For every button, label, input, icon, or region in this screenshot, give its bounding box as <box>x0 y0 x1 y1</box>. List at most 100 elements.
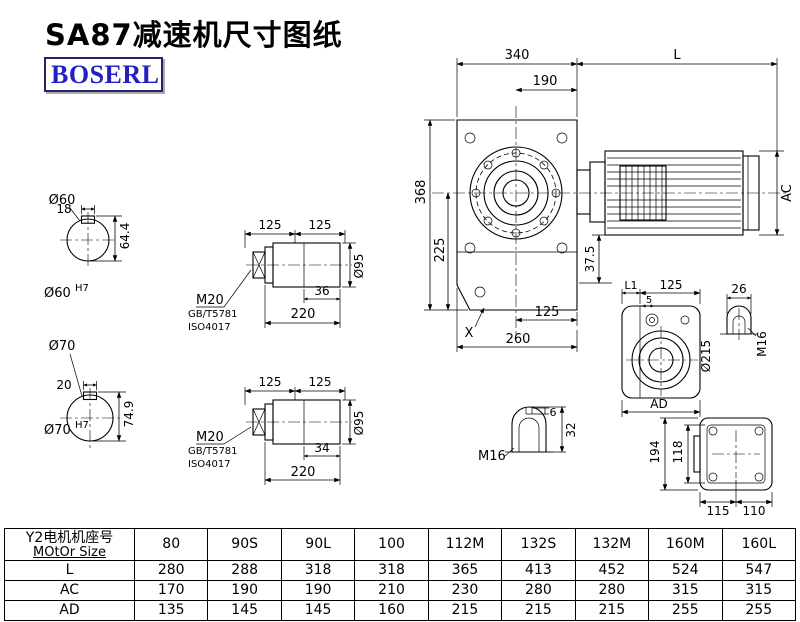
table-cell: 452 <box>574 560 650 581</box>
size-col-header: 100 <box>354 528 429 561</box>
label-d70-tol: H7 <box>75 420 89 431</box>
dim-194: 194 <box>648 441 662 464</box>
label-m16-key: M16 <box>478 449 506 464</box>
table-cell: 215 <box>501 600 576 621</box>
dim-125-side: 125 <box>660 278 683 292</box>
gearbox-front-dimensions: 340 L 190 368 225 AC 37.5 125 260 X <box>414 48 795 352</box>
side-flange-circle <box>631 330 691 390</box>
dim-125-bottom: 125 <box>535 305 560 320</box>
table-cell: 255 <box>721 600 796 621</box>
motor-stator-block <box>619 165 667 221</box>
drain-plug <box>474 286 486 298</box>
dim-260: 260 <box>506 332 531 347</box>
table-cell: 315 <box>648 580 723 601</box>
housing-outline <box>456 119 578 311</box>
dim-26: 26 <box>731 282 746 296</box>
dim-220: 220 <box>291 307 316 322</box>
table-header-cell: Y2电机机座号 MOtOr Size <box>4 528 135 561</box>
dim-368: 368 <box>414 180 429 205</box>
table-cell: 145 <box>280 600 356 621</box>
table-row-ad: AD 135 145 145 160 215 215 215 255 255 <box>4 600 796 621</box>
label-gb-std: GB/T5781 <box>188 446 238 457</box>
motor-size-table: Y2电机机座号 MOtOr Size 80 90S 90L 100 112M 1… <box>4 528 796 621</box>
table-cell: 318 <box>280 560 356 581</box>
table-cell: 413 <box>501 560 576 581</box>
label-m16-side: M16 <box>755 331 769 357</box>
table-cell: 215 <box>574 600 650 621</box>
technical-drawing: 340 L 190 368 225 AC 37.5 125 260 X <box>44 48 795 518</box>
dim-keyway-width-70: 20 <box>56 378 71 392</box>
bore-circle-60 <box>66 218 110 262</box>
dim-115: 115 <box>707 504 730 518</box>
dim-l: L <box>673 48 681 63</box>
gearbox-side-view: L1 125 5 Ø215 AD 26 M16 <box>621 278 769 417</box>
table-cell: 288 <box>207 560 282 581</box>
table-cell: 230 <box>427 580 503 601</box>
table-cell: 318 <box>354 560 429 581</box>
table-cell: 170 <box>133 580 209 601</box>
size-col-header: 90L <box>280 528 356 561</box>
dim-110: 110 <box>743 504 766 518</box>
motor-rear-view: 194 118 115 110 <box>648 417 773 518</box>
dim-118: 118 <box>671 441 685 464</box>
shaft-bore-circle <box>502 179 530 207</box>
dim-125-b: 125 <box>309 375 332 389</box>
page-title: SA87减速机尺寸图纸 <box>45 18 343 52</box>
hollow-shaft-view-bottom: 125 125 34 220 Ø95 M20 GB/T5781 ISO4017 <box>188 375 366 485</box>
end-bolt <box>252 251 266 279</box>
label-iso-std: ISO4017 <box>188 322 231 333</box>
dim-6: 6 <box>550 406 557 419</box>
table-cell: 280 <box>133 560 209 581</box>
table-row-l: L 280 288 318 318 365 413 452 524 547 <box>4 560 796 581</box>
label-iso-std: ISO4017 <box>188 459 231 470</box>
bore-circle-70 <box>66 394 114 442</box>
label-d60-tol: H7 <box>75 283 89 294</box>
table-cell: 190 <box>207 580 282 601</box>
bolt-circle <box>475 152 557 234</box>
table-row-ac: AC 170 190 190 210 230 280 280 315 315 <box>4 580 796 601</box>
section-x-label: X <box>465 326 474 341</box>
keyway-70 <box>82 391 98 401</box>
shaft-end-keyway-view: 6 32 M16 <box>478 406 578 464</box>
table-cell: 255 <box>648 600 723 621</box>
table-cell: 547 <box>721 560 796 581</box>
size-col-header: 160L <box>721 528 796 561</box>
dim-d215: Ø215 <box>699 340 713 372</box>
dim-34: 34 <box>314 441 329 455</box>
gearbox-front-view <box>432 106 786 334</box>
dim-190: 190 <box>533 74 558 89</box>
dim-d95: Ø95 <box>352 411 366 436</box>
label-gb-std: GB/T5781 <box>188 309 238 320</box>
label-m20: M20 <box>196 293 224 308</box>
dim-32: 32 <box>564 422 578 437</box>
table-cell: 280 <box>501 580 576 601</box>
dim-225: 225 <box>433 238 448 263</box>
dim-36: 36 <box>314 284 329 298</box>
table-cell: 315 <box>721 580 796 601</box>
table-cell: 145 <box>207 600 282 621</box>
size-col-header: 132S <box>501 528 576 561</box>
brand-logo: BOSERL <box>44 57 163 92</box>
motor-fins <box>607 157 741 229</box>
dim-d95: Ø95 <box>352 254 366 279</box>
table-cell: 215 <box>427 600 503 621</box>
dim-l1: L1 <box>624 279 637 292</box>
brand-logo-text: BOSERL <box>51 59 160 89</box>
table-header-row: Y2电机机座号 MOtOr Size 80 90S 90L 100 112M 1… <box>4 528 796 561</box>
dim-5: 5 <box>646 295 652 306</box>
bore-section-70: 20 74.9 Ø70 Ø70 H7 <box>44 339 136 448</box>
dim-125-a: 125 <box>259 375 282 389</box>
label-d60: Ø60 <box>49 193 76 208</box>
size-col-header: 80 <box>133 528 209 561</box>
hollow-shaft-view-top: 125 125 36 220 Ø95 M20 GB/T5781 ISO4017 <box>188 218 366 333</box>
table-cell: 280 <box>574 580 650 601</box>
dim-ad: AD <box>650 397 667 411</box>
label-d70-h7: Ø70 <box>44 423 71 438</box>
table-cell: 524 <box>648 560 723 581</box>
dim-125-b: 125 <box>309 218 332 232</box>
table-cell: 365 <box>427 560 503 581</box>
table-cell: 135 <box>133 600 209 621</box>
dim-keyway-height-60: 64.4 <box>118 223 132 250</box>
housing-corner-ears <box>464 132 568 254</box>
